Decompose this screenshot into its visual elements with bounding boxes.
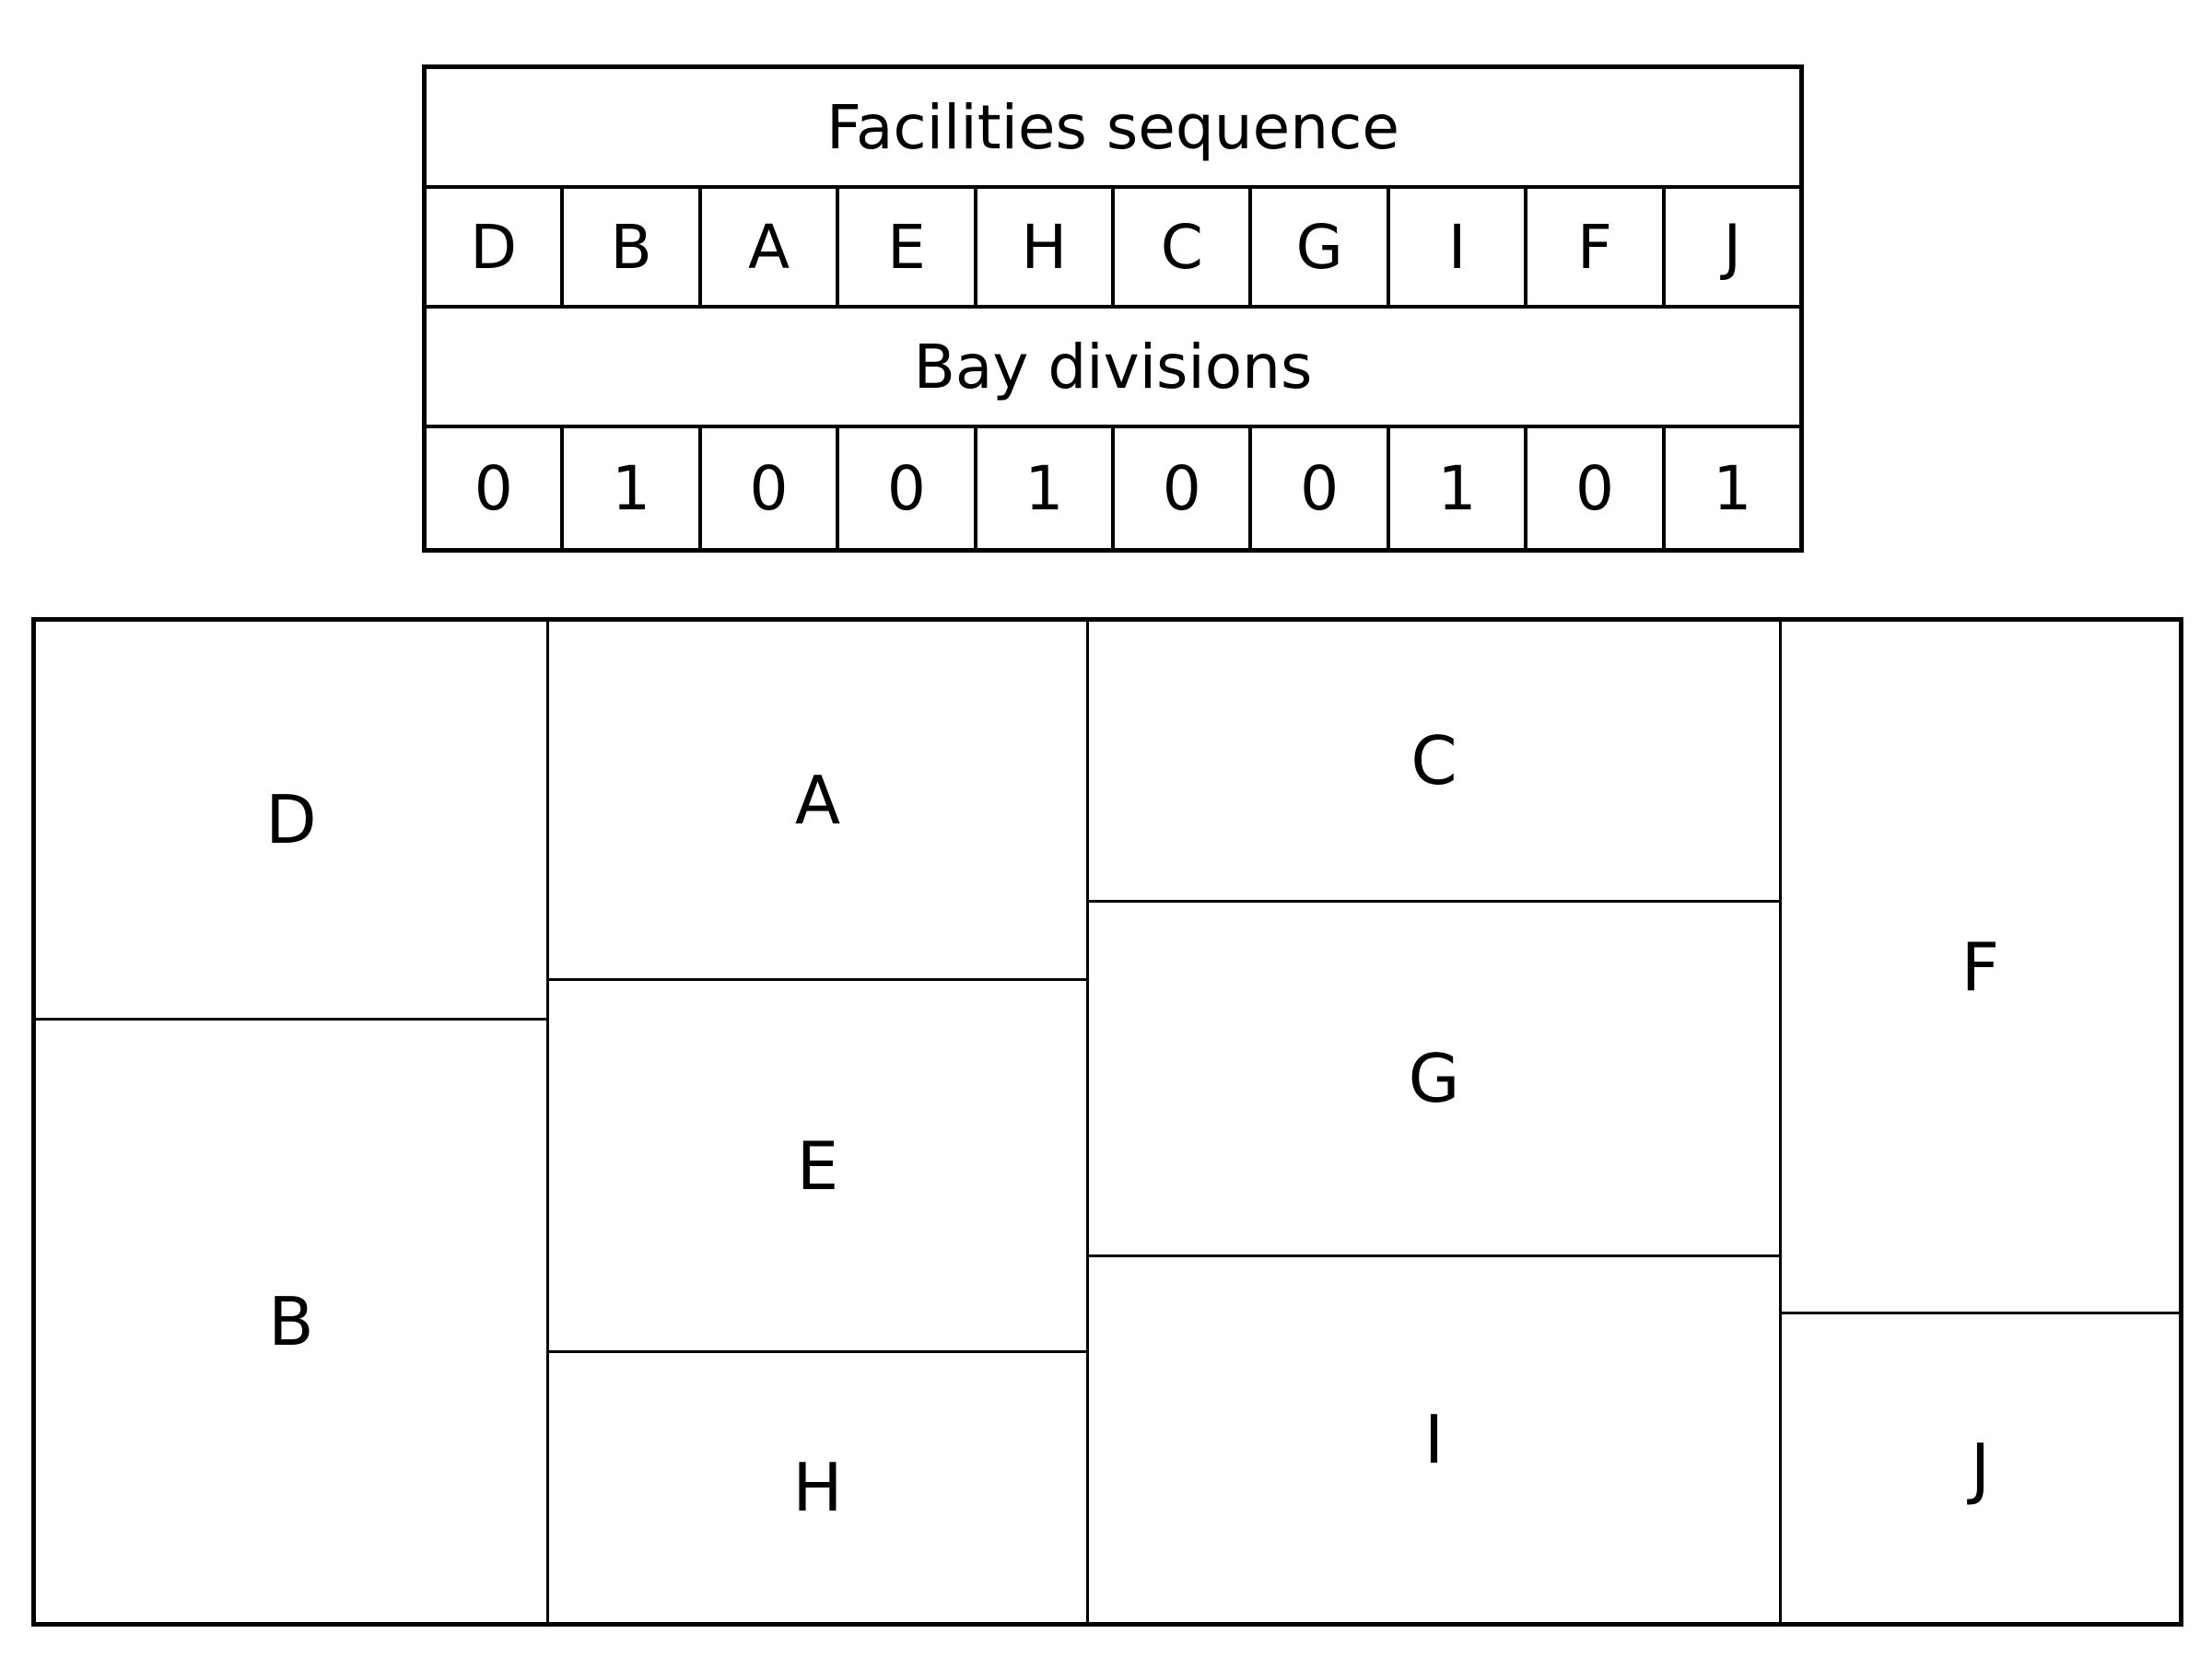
facilities-sequence-title: Facilities sequence xyxy=(826,91,1399,163)
bay-1: D B xyxy=(36,622,549,1622)
division-cell: 1 xyxy=(564,428,702,548)
facility-label: E xyxy=(796,1126,839,1205)
facility-label: F xyxy=(1960,928,2000,1006)
sequence-cell: E xyxy=(839,189,977,305)
facility-label: H xyxy=(792,1449,843,1526)
bay-2: A E H xyxy=(549,622,1089,1622)
facility-label: A xyxy=(794,761,841,839)
facility-label: I xyxy=(1423,1401,1445,1478)
facility-block: D xyxy=(36,622,546,1021)
facility-block: E xyxy=(549,981,1086,1353)
division-cell: 1 xyxy=(1713,452,1752,524)
facility-label: J xyxy=(1970,1429,1991,1507)
sequence-cell: H xyxy=(977,189,1116,305)
bay-divisions-title: Bay divisions xyxy=(913,331,1313,403)
facility-label: D xyxy=(265,781,317,858)
sequence-cell: G xyxy=(1252,189,1390,305)
division-cell: 1 xyxy=(977,428,1116,548)
bay-divisions-row: 0 1 0 0 1 0 0 1 0 1 xyxy=(427,428,1799,548)
sequence-cell: J xyxy=(1723,211,1742,283)
bay-3: C G I xyxy=(1089,622,1782,1622)
facility-layout: D B A E H C G I F J xyxy=(31,617,2183,1627)
facility-block: G xyxy=(1089,903,1779,1257)
facility-block: A xyxy=(549,622,1086,981)
bay-divisions-header: Bay divisions xyxy=(427,309,1799,428)
sequence-cell: F xyxy=(1527,189,1666,305)
facilities-sequence-row: D B A E H C G I F J xyxy=(427,189,1799,309)
facility-label: B xyxy=(268,1282,314,1360)
facility-block: H xyxy=(549,1353,1086,1622)
division-cell: 0 xyxy=(1527,428,1666,548)
division-cell: 0 xyxy=(702,428,840,548)
facility-block: J xyxy=(1782,1314,2179,1622)
bay-4: F J xyxy=(1782,622,2179,1622)
facility-label: C xyxy=(1410,722,1457,799)
division-cell: 0 xyxy=(1115,428,1253,548)
facilities-sequence-header: Facilities sequence xyxy=(427,69,1799,189)
division-cell: 0 xyxy=(427,428,565,548)
facility-block: C xyxy=(1089,622,1779,903)
facility-block: B xyxy=(36,1021,546,1622)
division-cell: 1 xyxy=(1390,428,1528,548)
facility-block: F xyxy=(1782,622,2179,1314)
encoding-table: Facilities sequence D B A E H C G I F J … xyxy=(422,64,1804,553)
sequence-cell: D xyxy=(427,189,565,305)
facility-block: I xyxy=(1089,1257,1779,1622)
sequence-cell: B xyxy=(564,189,702,305)
division-cell: 0 xyxy=(1252,428,1390,548)
facility-label: G xyxy=(1408,1040,1460,1117)
division-cell: 0 xyxy=(839,428,977,548)
sequence-cell: A xyxy=(702,189,840,305)
sequence-cell: C xyxy=(1115,189,1253,305)
sequence-cell: I xyxy=(1390,189,1528,305)
